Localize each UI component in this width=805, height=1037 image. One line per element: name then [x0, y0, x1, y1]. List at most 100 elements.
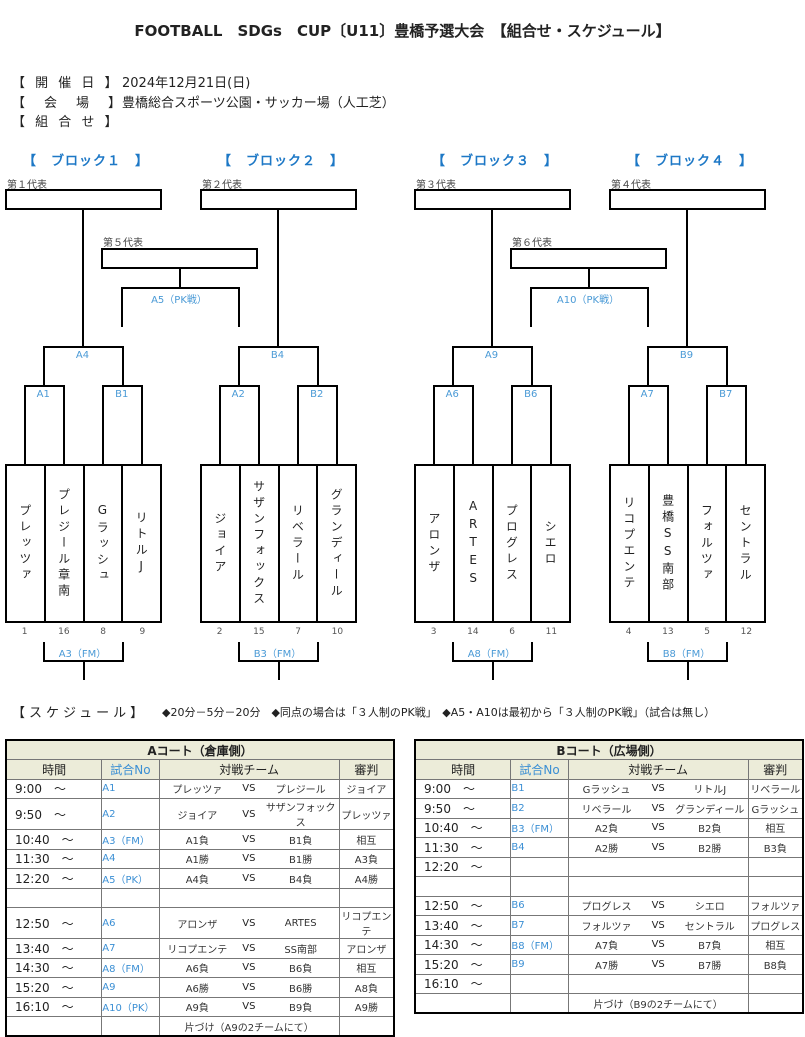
header-referee: 審判 [338, 759, 395, 780]
representative-slot[interactable] [200, 189, 357, 210]
header-match-no: 試合No [101, 759, 160, 780]
match-no-cell: A1 [101, 778, 160, 799]
team-cell: ジョイア [202, 466, 241, 621]
time-cell: 16:10 ～ [5, 996, 103, 1017]
match-label: B1 [115, 389, 129, 400]
match-no-cell: B1 [510, 778, 569, 799]
schedule-row: 15:20 ～ B9 A7勝 VS B7勝 B8負 [414, 954, 804, 975]
schedule-row: 16:10 ～ [414, 973, 804, 994]
seed-number: 8 [100, 627, 106, 637]
match-no-cell: B3（FM） [510, 817, 569, 838]
match-no-cell: A2 [101, 798, 160, 830]
bracket-line [238, 287, 240, 327]
bracket-line [43, 346, 124, 348]
cleanup-note: 片づけ（A9の2チームにて） [158, 1016, 340, 1037]
seed-number: 16 [58, 627, 70, 637]
seed-number: 12 [740, 627, 753, 637]
bracket-line [102, 385, 105, 465]
match-no-cell: B6 [510, 895, 569, 916]
team-name: サザンフォックス [251, 479, 266, 608]
referee-cell: 相互 [747, 817, 804, 838]
vs-label: VS [644, 915, 672, 936]
home-team: リコプエンテ [158, 938, 236, 959]
time-cell: 13:40 ～ [5, 938, 103, 959]
team-cell: プレッツァ [7, 466, 46, 621]
court-schedule-table: Bコート（広場側） 時間 試合No 対戦チーム 審判 9:00 ～ B1 Gラッ… [414, 739, 804, 1014]
bracket-line [218, 385, 221, 465]
representative-slot[interactable] [510, 248, 667, 269]
away-team: SS南部 [262, 938, 340, 959]
home-team [567, 973, 645, 994]
time-cell: 10:40 ～ [414, 817, 512, 838]
time-cell: 16:10 ～ [414, 973, 512, 994]
team-cell: リコプエンテ [611, 466, 650, 621]
bracket-line [179, 269, 181, 288]
home-team: Gラッシュ [567, 778, 645, 799]
match-label: A3（FM） [58, 649, 107, 660]
representative-slot[interactable] [414, 189, 571, 210]
bracket-line [257, 385, 260, 465]
info-bracket: 【 組 合 せ 】 [12, 111, 122, 130]
bracket-line [686, 660, 689, 680]
time-cell: 13:40 ～ [414, 915, 512, 936]
bracket-line [238, 642, 241, 662]
bracket-line [686, 210, 688, 347]
away-team: B2勝 [671, 837, 749, 858]
home-team: プログレス [567, 895, 645, 916]
away-team: B2負 [671, 817, 749, 838]
block-title: 【 ブロック４ 】 [627, 154, 754, 169]
representative-label: 第３代表 [416, 180, 456, 191]
seed-number: 3 [430, 627, 437, 637]
away-team: シエロ [671, 895, 749, 916]
referee-cell: A9勝 [338, 996, 395, 1017]
team-name: フォルツァ [699, 503, 714, 584]
seed-number: 13 [662, 627, 674, 637]
bracket-line [121, 287, 240, 289]
bracket-line [666, 385, 669, 465]
seed-number: 6 [509, 627, 515, 637]
referee-cell: A3負 [338, 848, 395, 869]
match-no-cell [510, 973, 569, 994]
time-cell: 14:30 ～ [414, 934, 512, 955]
vs-label: VS [235, 848, 263, 869]
bracket-line [491, 660, 494, 680]
seed-number: 1 [21, 627, 28, 637]
time-cell: 14:30 ～ [5, 957, 103, 978]
team-name: プレッツァ [17, 503, 32, 584]
team-cell: グランディール [318, 466, 355, 621]
referee-cell: 相互 [338, 957, 395, 978]
team-cell: アロンザ [416, 466, 455, 621]
team-cell: フォルツァ [689, 466, 728, 621]
representative-slot[interactable] [609, 189, 766, 210]
bracket-line [23, 385, 65, 387]
time-cell: 12:20 ～ [5, 868, 103, 889]
match-label: B3（FM） [253, 649, 302, 660]
away-team: プレジール [262, 778, 340, 799]
bracket-line [647, 642, 650, 662]
bracket-line [706, 385, 748, 387]
representative-slot[interactable] [101, 248, 258, 269]
info-value: 豊橋総合スポーツ公園・サッカー場（人工芝） [122, 96, 395, 111]
info-date: 【 開 催 日 】2024年12月21日(日) [12, 72, 250, 91]
referee-cell: A8負 [338, 977, 395, 998]
match-no-cell: B2 [510, 798, 569, 819]
schedule-row: 10:40 ～ A3（FM） A1負 VS B1負 相互 [5, 829, 395, 850]
home-team: A9負 [158, 996, 236, 1017]
home-team: ジョイア [158, 798, 236, 830]
bracket-line [297, 385, 300, 465]
referee-cell: B8負 [747, 954, 804, 975]
schedule-row: 13:40 ～ B7 フォルツァ VS セントラル プログレス [414, 915, 804, 936]
bracket-line [511, 385, 514, 465]
team-cell: ARTES [455, 466, 494, 621]
team-name: プログレス [504, 503, 519, 584]
home-team: A7負 [567, 934, 645, 955]
home-team: リベラール [567, 798, 645, 819]
away-team [671, 973, 749, 994]
block-title: 【 ブロック２ 】 [218, 154, 345, 169]
home-team: アロンザ [158, 907, 236, 939]
representative-slot[interactable] [5, 189, 162, 210]
spacer-row [5, 887, 395, 908]
bracket-line [530, 287, 649, 289]
vs-label: VS [644, 837, 672, 858]
schedule-row: 11:30 ～ B4 A2勝 VS B2勝 B3負 [414, 837, 804, 858]
